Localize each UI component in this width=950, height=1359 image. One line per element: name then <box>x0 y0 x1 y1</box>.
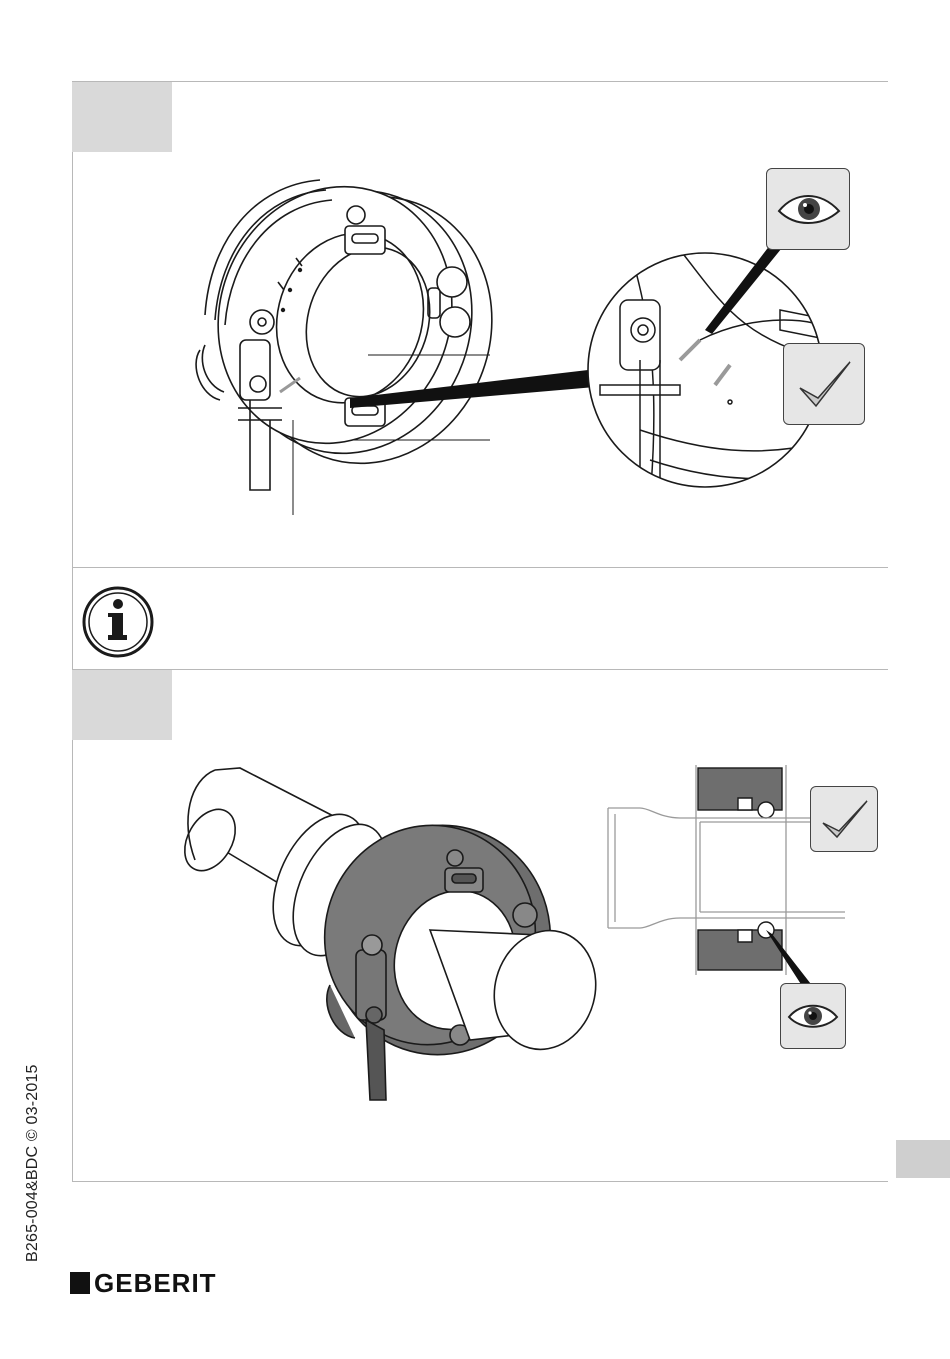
page-tab <box>896 1140 950 1178</box>
document-code: B265-004&BDC © 03-2015 <box>24 1064 42 1262</box>
checkmark-icon-box-bottom <box>810 786 878 852</box>
brand-name: GEBERIT <box>94 1270 217 1296</box>
eye-icon <box>781 984 845 1048</box>
brand-logo: GEBERIT <box>70 1270 217 1296</box>
eye-icon-box-bottom <box>780 983 846 1049</box>
brand-square <box>70 1272 90 1294</box>
checkmark-icon <box>811 787 877 851</box>
